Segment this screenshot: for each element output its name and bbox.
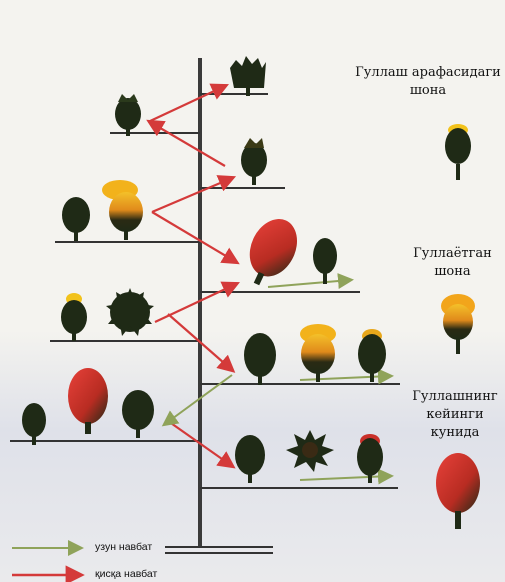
bud-row6-right-a bbox=[235, 435, 265, 483]
short-day-arrows bbox=[148, 86, 236, 466]
bud-row5-left-c bbox=[122, 390, 154, 438]
bud-row2-right bbox=[241, 138, 267, 185]
flower-row3-left-b bbox=[102, 180, 143, 240]
ref-flower-post bbox=[436, 453, 480, 529]
flower-row6-star bbox=[286, 430, 334, 472]
legend-long-day-label: узун навбат bbox=[95, 541, 152, 553]
bud-row5-left-a bbox=[22, 403, 46, 445]
bud-row3-left-a bbox=[62, 197, 90, 241]
bud-row1-left bbox=[115, 94, 141, 136]
ref-flower-pre bbox=[445, 124, 471, 180]
ref-flower-flowering bbox=[441, 294, 475, 354]
flower-row3-red bbox=[237, 211, 306, 293]
bud-row4-right-a bbox=[244, 333, 276, 385]
flower-row4-right-b bbox=[300, 324, 336, 382]
legend-short-day-label: қисқа навбат bbox=[95, 568, 157, 580]
flower-row4-right-c bbox=[358, 329, 386, 382]
flower-row4-star bbox=[106, 288, 154, 336]
label-post-flowering: Гуллашнинг кейинги кунида bbox=[405, 388, 505, 442]
label-flowering: Гуллаётган шона bbox=[400, 245, 505, 281]
flower-row4-left bbox=[61, 293, 87, 341]
flower-row5-left-red bbox=[68, 368, 108, 434]
bud-top-right bbox=[230, 56, 266, 96]
label-pre-flowering: Гуллаш арафасидаги шона bbox=[352, 64, 504, 100]
bud-row3-right bbox=[313, 238, 337, 284]
